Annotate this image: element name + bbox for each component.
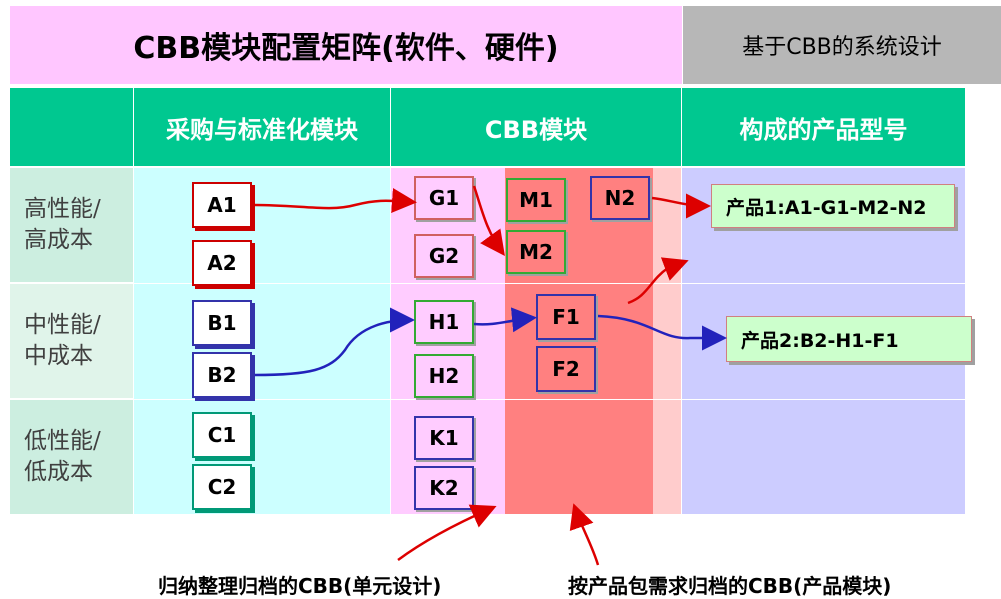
module-g2: G2 bbox=[414, 234, 474, 278]
pointer-product-module bbox=[569, 503, 600, 566]
row-divider-1 bbox=[134, 283, 965, 284]
arrow-f1-product2 bbox=[597, 314, 727, 351]
module-f2: F2 bbox=[536, 346, 596, 392]
pointer-unit-design bbox=[397, 504, 497, 562]
col-divider-2 bbox=[390, 88, 391, 514]
col-divider-1 bbox=[133, 88, 134, 514]
module-b2: B2 bbox=[192, 352, 252, 398]
row-label-high-line2: 高成本 bbox=[24, 227, 93, 253]
product-1: 产品1:A1-G1-M2-N2 bbox=[711, 184, 955, 228]
arrow-h1-f1 bbox=[473, 307, 537, 333]
row-label-low: 低性能/低成本 bbox=[10, 400, 133, 514]
module-g1: G1 bbox=[414, 176, 474, 220]
module-m2: M2 bbox=[506, 230, 566, 274]
system-design-title: 基于CBB的系统设计 bbox=[683, 6, 1001, 84]
row-divider-2 bbox=[134, 399, 965, 400]
cbb-product-edge bbox=[653, 168, 681, 514]
row-label-high: 高性能/高成本 bbox=[10, 168, 133, 282]
header-corner bbox=[10, 88, 133, 166]
product-2: 产品2:B2-H1-F1 bbox=[726, 316, 972, 362]
arrow-f1-product-column bbox=[627, 257, 689, 305]
module-c1: C1 bbox=[192, 412, 252, 458]
caption-product-module: 按产品包需求归档的CBB(产品模块) bbox=[568, 574, 892, 598]
row-label-low-line1: 低性能/ bbox=[24, 428, 101, 454]
module-k1: K1 bbox=[414, 416, 474, 460]
arrow-b2-h1 bbox=[254, 307, 415, 377]
module-a2: A2 bbox=[192, 240, 252, 286]
row-label-high-line1: 高性能/ bbox=[24, 196, 101, 222]
module-b1: B1 bbox=[192, 300, 252, 346]
row-label-mid-line1: 中性能/ bbox=[24, 312, 101, 338]
cbb-gap-column bbox=[499, 168, 505, 514]
module-n2: N2 bbox=[590, 176, 650, 220]
matrix-title: CBB模块配置矩阵(软件、硬件) bbox=[10, 6, 682, 84]
header-products: 构成的产品型号 bbox=[682, 88, 965, 166]
module-h1: H1 bbox=[414, 300, 474, 344]
cbb-product-column bbox=[505, 168, 653, 514]
procurement-column bbox=[134, 168, 390, 514]
module-a1: A1 bbox=[192, 182, 252, 228]
row-label-mid: 中性能/中成本 bbox=[10, 284, 133, 398]
caption-unit-design: 归纳整理归档的CBB(单元设计) bbox=[158, 574, 442, 598]
col-divider-3 bbox=[681, 88, 682, 514]
row-label-low-line2: 低成本 bbox=[24, 459, 93, 485]
module-f1: F1 bbox=[536, 294, 596, 340]
module-k2: K2 bbox=[414, 466, 474, 510]
module-c2: C2 bbox=[192, 464, 252, 510]
header-cbb: CBB模块 bbox=[391, 88, 681, 166]
arrow-g1-m2 bbox=[472, 185, 505, 257]
module-h2: H2 bbox=[414, 354, 474, 398]
arrow-a1-g1 bbox=[254, 188, 417, 213]
module-m1: M1 bbox=[506, 178, 566, 222]
arrow-n2-product1 bbox=[651, 193, 711, 219]
row-label-mid-line2: 中成本 bbox=[24, 343, 93, 369]
header-procurement: 采购与标准化模块 bbox=[134, 88, 390, 166]
